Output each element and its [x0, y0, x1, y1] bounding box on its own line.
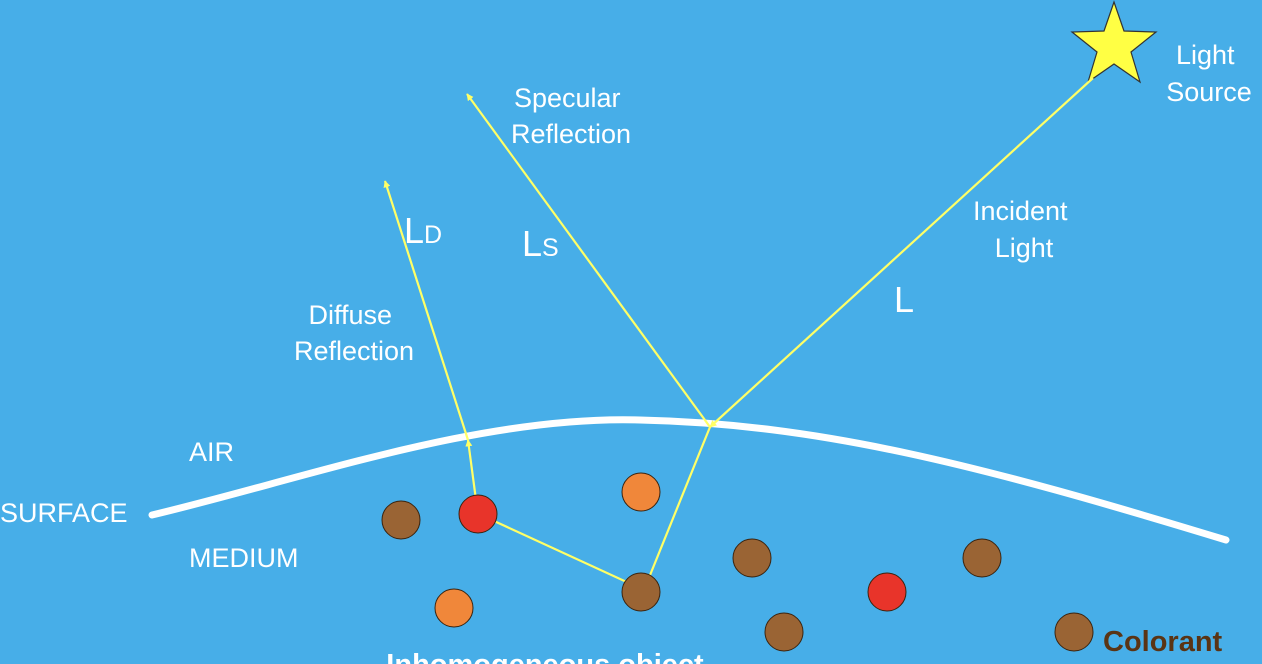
colorant-particle-brown: [732, 538, 772, 578]
refracted-ray: [642, 426, 712, 591]
incident-light-ray: [709, 77, 1094, 428]
diffuse-light-symbol: LD: [404, 210, 442, 251]
object-label: Inhomogeneous object: [386, 649, 704, 664]
colorant-legend-particle: [1054, 612, 1094, 652]
colorant-particle-brown: [621, 572, 661, 612]
medium-label: MEDIUM: [189, 543, 299, 573]
colorant-particle-brown: [764, 612, 804, 652]
surface-curve: [148, 416, 1230, 544]
surface-label: SURFACE: [0, 498, 128, 528]
colorant-particle-brown: [962, 538, 1002, 578]
light-source-star-icon: [1070, 0, 1158, 84]
diffuse-reflection-label: Diffuse Reflection: [294, 300, 414, 366]
specular-reflection-ray: [466, 93, 711, 428]
colorant-particle-red: [458, 494, 498, 534]
specular-light-symbol: LS: [522, 223, 559, 264]
scattered-ray: [480, 514, 645, 591]
diffuse-reflection-ray: [383, 180, 470, 441]
colorant-particle-red: [867, 572, 907, 612]
colorant-particle-brown: [381, 500, 421, 540]
incident-light-symbol: L: [894, 279, 914, 320]
colorant-particle-orange: [434, 588, 474, 628]
light-source-label: Light Source: [1166, 40, 1252, 107]
incident-light-label: Incident Light: [973, 196, 1075, 263]
air-label: AIR: [189, 437, 234, 467]
colorant-label: Colorant: [1103, 626, 1223, 658]
colorant-particle-orange: [621, 472, 661, 512]
colorant-particles: [381, 472, 1094, 652]
specular-reflection-label: Specular Reflection: [511, 83, 631, 149]
